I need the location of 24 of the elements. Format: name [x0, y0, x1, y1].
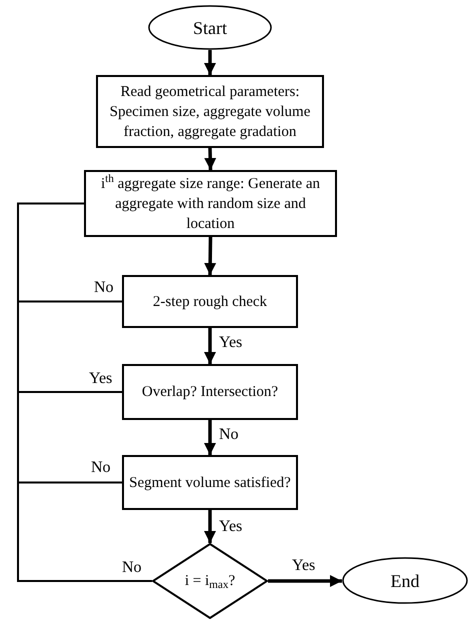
- node-text: i$^{th}$ aggregate size range: Generate an aggregate with random size and location: [100, 174, 322, 234]
- process-box: [122, 455, 298, 510]
- arrow: [204, 50, 216, 75]
- arrow: [204, 328, 216, 364]
- arrow: [204, 236, 216, 276]
- node-text: 2-step rough check: [152, 292, 268, 312]
- start-terminal: [148, 5, 272, 50]
- process-box: [84, 170, 337, 237]
- decision-diamond: [152, 543, 268, 619]
- process-box: [122, 275, 298, 328]
- end-terminal: [342, 557, 468, 604]
- node-text: Read geometrical parameters: Specimen size, aggregate volume fraction, aggregate gradation: [108, 82, 312, 142]
- process-box: [122, 364, 298, 420]
- arrow: [204, 510, 216, 543]
- arrow: [204, 148, 216, 170]
- connector-line: [17, 202, 152, 582]
- node-text: Segment volume satisfied?: [128, 474, 292, 492]
- node-text: Start: [192, 18, 228, 38]
- node-text: Overlap? Intersection?: [140, 383, 280, 402]
- node-text: End: [390, 570, 420, 590]
- process-box: [96, 75, 324, 148]
- arrow: [268, 575, 342, 587]
- node-text: i = i$_{max}$?: [184, 572, 236, 591]
- arrow: [204, 420, 216, 455]
